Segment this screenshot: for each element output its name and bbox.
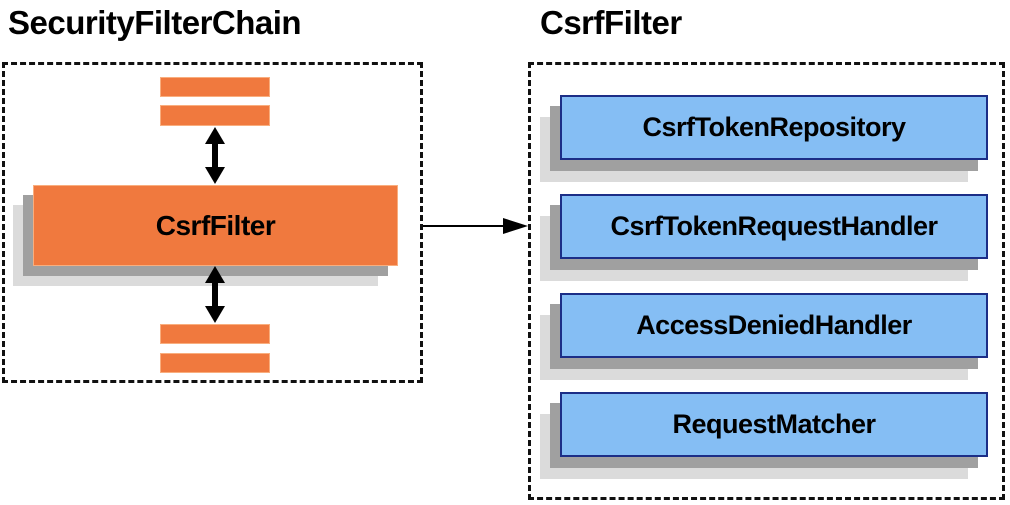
component-box-request-matcher: RequestMatcher [560, 392, 988, 457]
double-arrow-up-down-icon [203, 266, 227, 323]
component-label: CsrfTokenRequestHandler [610, 211, 938, 241]
component-label: AccessDeniedHandler [636, 310, 912, 340]
right-arrow-icon [423, 217, 528, 235]
component-box-csrf-token-request-handler: CsrfTokenRequestHandler [560, 194, 988, 259]
component-label: RequestMatcher [672, 409, 876, 439]
double-arrow-up-down-icon [203, 127, 227, 184]
csrf-filter-box: CsrfFilter [33, 185, 398, 266]
filter-placeholder-bar [160, 105, 270, 126]
csrf-filter-box-label: CsrfFilter [155, 209, 276, 241]
filter-placeholder-bar [160, 353, 270, 373]
left-panel-title: SecurityFilterChain [8, 4, 302, 41]
component-box-access-denied-handler: AccessDeniedHandler [560, 293, 988, 358]
csrf-filter-components-panel [528, 62, 1005, 500]
filter-placeholder-bar [160, 324, 270, 344]
component-label: CsrfTokenRepository [642, 112, 906, 142]
security-filter-chain-panel [2, 62, 423, 383]
component-box-csrf-token-repository: CsrfTokenRepository [560, 95, 988, 160]
filter-placeholder-bar [160, 77, 270, 97]
right-panel-title: CsrfFilter [540, 4, 682, 41]
